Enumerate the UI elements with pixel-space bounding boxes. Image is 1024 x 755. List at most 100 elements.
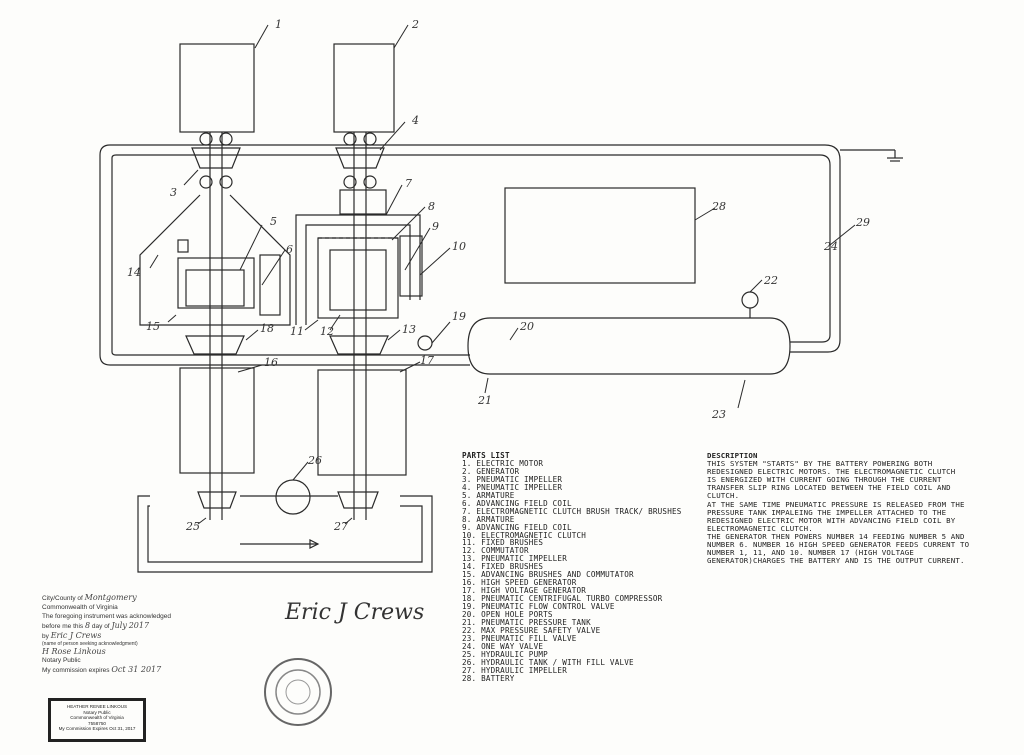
parts-list-item: 26. HYDRAULIC TANK / WITH FILL VALVE	[462, 657, 634, 667]
label-25: 25	[185, 520, 200, 533]
description-block: DESCRIPTION THIS SYSTEM "STARTS" BY THE …	[707, 451, 1007, 566]
parts-list-item: 18. PNEUMATIC CENTRIFUGAL TURBO COMPRESS…	[462, 594, 663, 604]
label-11: 11	[290, 325, 304, 338]
parts-list-item: 2. GENERATOR	[462, 466, 520, 476]
parts-list-item: 15. ADVANCING BRUSHES AND COMMUTATOR	[462, 570, 634, 580]
label-23: 23	[711, 408, 726, 421]
label-6: 6	[286, 243, 293, 256]
parts-list-item: 27. HYDRAULIC IMPELLER	[462, 665, 567, 675]
expires-value: Oct 31 2017	[111, 665, 162, 674]
label-5: 5	[270, 215, 277, 228]
label-26: 26	[307, 454, 322, 467]
label-1: 1	[275, 18, 282, 31]
parts-list-item: 7. ELECTROMAGNETIC CLUTCH BRUSH TRACK/ B…	[462, 506, 682, 516]
year-value: 2017	[128, 621, 150, 630]
commonwealth-line: Commonwealth of Virginia	[42, 604, 118, 611]
label-12: 12	[320, 325, 334, 338]
month-value: July	[111, 621, 127, 630]
description-heading: DESCRIPTION	[707, 451, 758, 460]
county-value: Montgomery	[84, 593, 137, 602]
label-16: 16	[264, 356, 278, 369]
parts-list-item: 5. ARMATURE	[462, 490, 515, 500]
day-value: 8	[85, 621, 91, 630]
parts-list-item: 14. FIXED BRUSHES	[462, 562, 544, 572]
label-3: 3	[170, 186, 177, 199]
parts-list-item: 24. ONE WAY VALVE	[462, 641, 544, 651]
stamp-line: HEATHER RENEE LINKOUS	[66, 704, 128, 709]
label-18: 18	[260, 322, 274, 335]
parts-list-item: 1. ELECTRIC MOTOR	[462, 458, 544, 468]
stamp-line: My Commission Expires Oct 31, 2017	[58, 726, 136, 732]
label-19: 19	[452, 310, 466, 323]
notary-block: City/County of Montgomery Commonwealth o…	[42, 593, 232, 675]
day-of-label: day of	[91, 623, 110, 630]
county-label: City/County of	[42, 595, 83, 602]
inventor-signature: Eric J Crews	[285, 600, 425, 625]
notary-seal-icon	[264, 658, 332, 726]
description-line: GENERATOR)CHARGES THE BATTERY AND IS THE…	[707, 556, 965, 566]
description-line: NUMBER 6. NUMBER 16 HIGH SPEED GENERATOR…	[707, 540, 970, 550]
by-label: by	[42, 633, 49, 640]
description-line: REDESIGNED ELECTRIC MOTOR WITH ADVANCING…	[707, 515, 956, 525]
pneumatic-loop	[99, 144, 903, 366]
high-voltage-generator-box	[317, 369, 407, 476]
ack-line: The foregoing instrument was acknowledge…	[42, 613, 171, 620]
label-15: 15	[146, 320, 160, 333]
description-line: IS ENERGIZED WITH CURRENT GOING THROUGH …	[707, 475, 942, 485]
label-29: 29	[855, 216, 870, 229]
description-line: PRESSURE TANK IMPALEING THE IMPELLER ATT…	[707, 507, 947, 517]
description-line: THIS SYSTEM "STARTS" BY THE BATTERY POWE…	[707, 459, 933, 469]
stamp-line: Commonwealth of Virginia	[70, 715, 124, 721]
person-note: (name of person seeking acknowledgment)	[42, 641, 138, 647]
hydraulic-loop	[137, 479, 433, 573]
parts-list-item: 6. ADVANCING FIELD COIL	[462, 498, 572, 508]
description-line: NUMBER 1, 11, AND 10. NUMBER 17 (HIGH VO…	[707, 548, 914, 558]
parts-list-item: 28. BATTERY	[462, 673, 515, 683]
label-17: 17	[420, 354, 434, 367]
parts-list-item: 22. MAX PRESSURE SAFETY VALVE	[462, 625, 601, 635]
stamp-line: Notary Public	[83, 709, 111, 715]
description-line: AT THE SAME TIME PNEUMATIC PRESSURE IS R…	[707, 499, 965, 509]
parts-list-item: 16. HIGH SPEED GENERATOR	[462, 578, 577, 588]
label-7: 7	[405, 177, 412, 190]
description-line: TRANSFER SLIP RING LOCATED BETWEEN THE F…	[707, 483, 951, 493]
parts-list-item: 21. PNEUMATIC PRESSURE TANK	[462, 618, 591, 628]
before-me-label: before me this	[42, 623, 84, 630]
high-speed-generator-box	[179, 367, 255, 474]
label-22: 22	[763, 274, 778, 287]
label-10: 10	[452, 240, 466, 253]
notary-public-label: Notary Public	[42, 657, 81, 664]
label-13: 13	[402, 323, 416, 336]
parts-list-item: 19. PNEUMATIC FLOW CONTROL VALVE	[462, 602, 615, 612]
label-21: 21	[477, 394, 492, 407]
expires-label: My commission expires	[42, 667, 110, 674]
parts-list-item: 11. FIXED BRUSHES	[462, 538, 544, 548]
parts-list-item: 23. PNEUMATIC FILL VALVE	[462, 633, 577, 643]
part-number-labels: 1 2 3 4 5 6 7 8 9 10 11 12 13 14 15 16 1…	[127, 18, 870, 533]
electric-motor-box	[179, 43, 255, 133]
label-24: 24	[823, 240, 838, 253]
left-motor-assembly	[139, 194, 291, 326]
by-value: Eric J Crews	[50, 631, 102, 640]
description-line: THE GENERATOR THEN POWERS NUMBER 14 FEED…	[707, 531, 965, 541]
label-8: 8	[428, 200, 435, 213]
label-14: 14	[127, 266, 141, 279]
label-28: 28	[711, 200, 726, 213]
parts-list-item: 25. HYDRAULIC PUMP	[462, 649, 548, 659]
right-motor-assembly	[295, 189, 423, 325]
stamp-line: 7558750	[88, 720, 106, 726]
impeller-shapes	[185, 147, 389, 509]
pressure-tank	[417, 291, 791, 375]
parts-list-heading: PARTS LIST	[462, 451, 510, 460]
description-line: REDESIGNED ELECTRIC MOTORS. THE ELECTROM…	[707, 467, 956, 477]
notary-signature: H Rose Linkous	[42, 647, 106, 656]
description-line: CLUTCH.	[707, 491, 740, 501]
parts-list-item: 4. PNEUMATIC IMPELLER	[462, 482, 563, 492]
label-2: 2	[411, 18, 419, 31]
parts-list-item: 20. OPEN HOLE PORTS	[462, 610, 553, 620]
parts-list-item: 10. ELECTROMAGNETIC CLUTCH	[462, 530, 587, 540]
